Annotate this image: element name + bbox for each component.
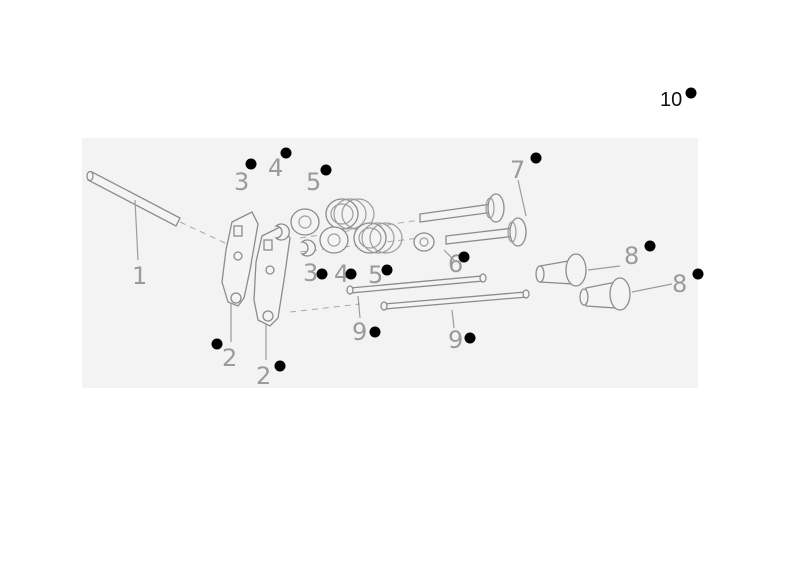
callout-3a-label: 3 [234,168,249,196]
callout-8b-label: 8 [672,270,687,298]
part-valve-stem-seal [413,232,457,263]
part-valve-spring-set-upper [274,198,375,241]
callout-4b-dot [345,268,357,280]
callout-4a-label: 4 [268,154,283,182]
callout-5b-dot [381,264,393,276]
part-rocker-arm-a [221,211,259,342]
part-tappet-b [579,277,673,311]
callout-7-dot [530,152,542,164]
callout-5a-dot [320,164,332,176]
callout-5b: 5 [368,261,393,289]
callout-4a-dot [280,147,292,159]
part-tappet-a [535,253,621,287]
callout-7: 7 [510,152,542,184]
part-valve-spring-set-lower [300,222,403,257]
callout-5a: 5 [306,164,332,196]
callout-4a: 4 [268,147,292,182]
callout-2a-label: 2 [222,344,237,372]
callout-1: 1 [132,262,147,290]
callout-6: 6 [448,250,470,278]
callout-2b-dot [274,360,286,372]
callout-3b-dot [316,268,328,280]
callout-8b-dot [692,268,704,280]
callout-10-dot [685,87,697,99]
callout-3b: 3 [303,259,328,287]
callout-3a: 3 [234,158,257,196]
callout-6-dot [458,251,470,263]
callout-10-label: 10 [660,89,682,111]
callout-9b-label: 9 [448,326,463,354]
callout-3a-dot [245,158,257,170]
callout-8a-dot [644,240,656,252]
callout-7-label: 7 [510,156,525,184]
callout-5b-label: 5 [368,261,383,289]
callout-5a-label: 5 [306,168,321,196]
callout-9b-dot [464,332,476,344]
part-rocker-arm-b [253,225,291,360]
callout-2b: 2 [256,360,286,390]
part-valve-a [419,193,505,223]
part-valve-b [445,217,527,247]
part-push-rod-b [380,289,530,311]
callout-8a: 8 [624,240,656,270]
callout-2a-dot [211,338,223,350]
callout-9a-label: 9 [352,318,367,346]
part-push-rod-a [346,273,487,295]
callout-3b-label: 3 [303,259,318,287]
callout-9a: 9 [352,318,381,346]
callout-4b-label: 4 [334,260,349,288]
callout-1-label: 1 [132,262,147,290]
callout-9b: 9 [448,326,476,354]
callout-4b: 4 [334,260,357,288]
callout-10: 10 [660,87,697,111]
diagram-background [82,138,698,388]
callout-2a: 2 [211,338,237,372]
callout-8a-label: 8 [624,242,639,270]
callout-9a-dot [369,326,381,338]
callout-2b-label: 2 [256,362,271,390]
callout-8b: 8 [672,268,704,298]
part-rocker-shaft [86,170,241,261]
